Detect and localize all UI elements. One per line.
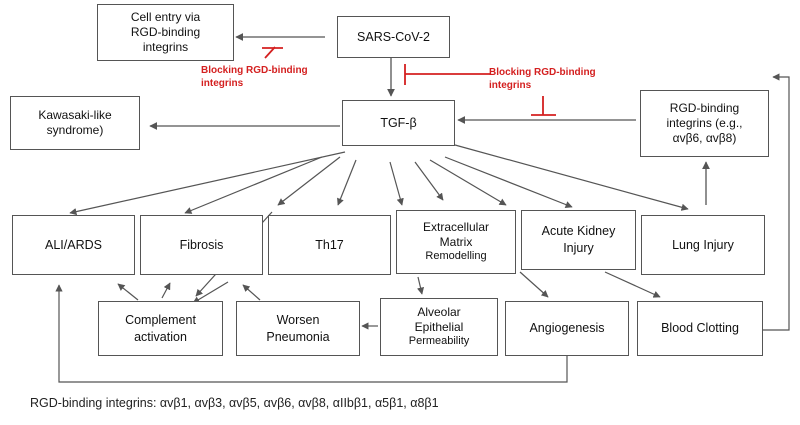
arrow-tgf-to-ecm-a [389,161,404,206]
node-th17: Th17 [268,215,391,275]
node-ecm-label: Extracellular Matrix [422,220,490,250]
node-blood-clotting: Blood Clotting [637,301,763,356]
arrow-tgf-to-th17-a [277,156,341,206]
node-ali-ards: ALI/ARDS [12,215,135,275]
arrow-th17-to-complement [192,281,229,304]
arrow-complement-to-fibrosis [161,282,171,299]
node-angiogenesis: Angiogenesis [505,301,629,356]
arrow-complement-to-ali [117,283,139,301]
arrow-angiogenesis-to-ali-loop [55,284,568,383]
arrow-tgf-to-aki-b [444,156,573,208]
node-tgf-beta: TGF-β [342,100,455,146]
node-lung-injury: Lung Injury [641,215,765,275]
arrow-ecm-to-alveolar [417,276,425,295]
node-worsen-pneumonia: Worsen Pneumonia [236,301,360,356]
node-ecm-label-remodelling: Remodelling [425,250,487,263]
node-rgd-integrins: RGD-binding integrins (e.g., αvβ6, αvβ8) [640,90,769,157]
footnote-integrin-list: RGD-binding integrins: αvβ1, αvβ3, αvβ5,… [30,396,439,410]
arrow-aki-to-angiogenesis [519,271,549,298]
arrow-tgf-to-ecm-b [414,161,444,201]
arrow-pneumonia-to-th17 [242,284,261,301]
arrow-aki-to-blood-clotting [604,271,661,298]
node-alveolar-label: Alveolar Epithelial [414,305,464,335]
node-complement-activation: Complement activation [98,301,223,356]
arrow-tgf-to-ali-ards [69,151,346,216]
node-sars-cov-2: SARS-CoV-2 [337,16,450,58]
arrow-blood-clotting-to-lung-loop [763,73,790,331]
node-kawasaki: Kawasaki-like syndrome) [10,96,140,150]
arrow-tgf-to-aki-a [429,159,507,206]
node-ecm-remodelling: Extracellular Matrix Remodelling [396,210,516,274]
arrow-tgf-to-fibrosis [184,156,323,214]
node-alveolar-label-permeability: Permeability [408,335,470,348]
arrow-tgf-to-th17-b [337,159,357,206]
node-cell-entry: Cell entry via RGD-binding integrins [97,4,234,61]
inhibition-label-right: Blocking RGD-binding integrins [489,67,596,91]
inhibition-label-left: Blocking RGD-binding integrins [201,65,308,89]
arrow-tgf-to-lung-injury [454,144,689,211]
node-fibrosis: Fibrosis [140,215,263,275]
node-acute-kidney-injury: Acute Kidney Injury [521,210,636,270]
node-alveolar-permeability: Alveolar Epithelial Permeability [380,298,498,356]
